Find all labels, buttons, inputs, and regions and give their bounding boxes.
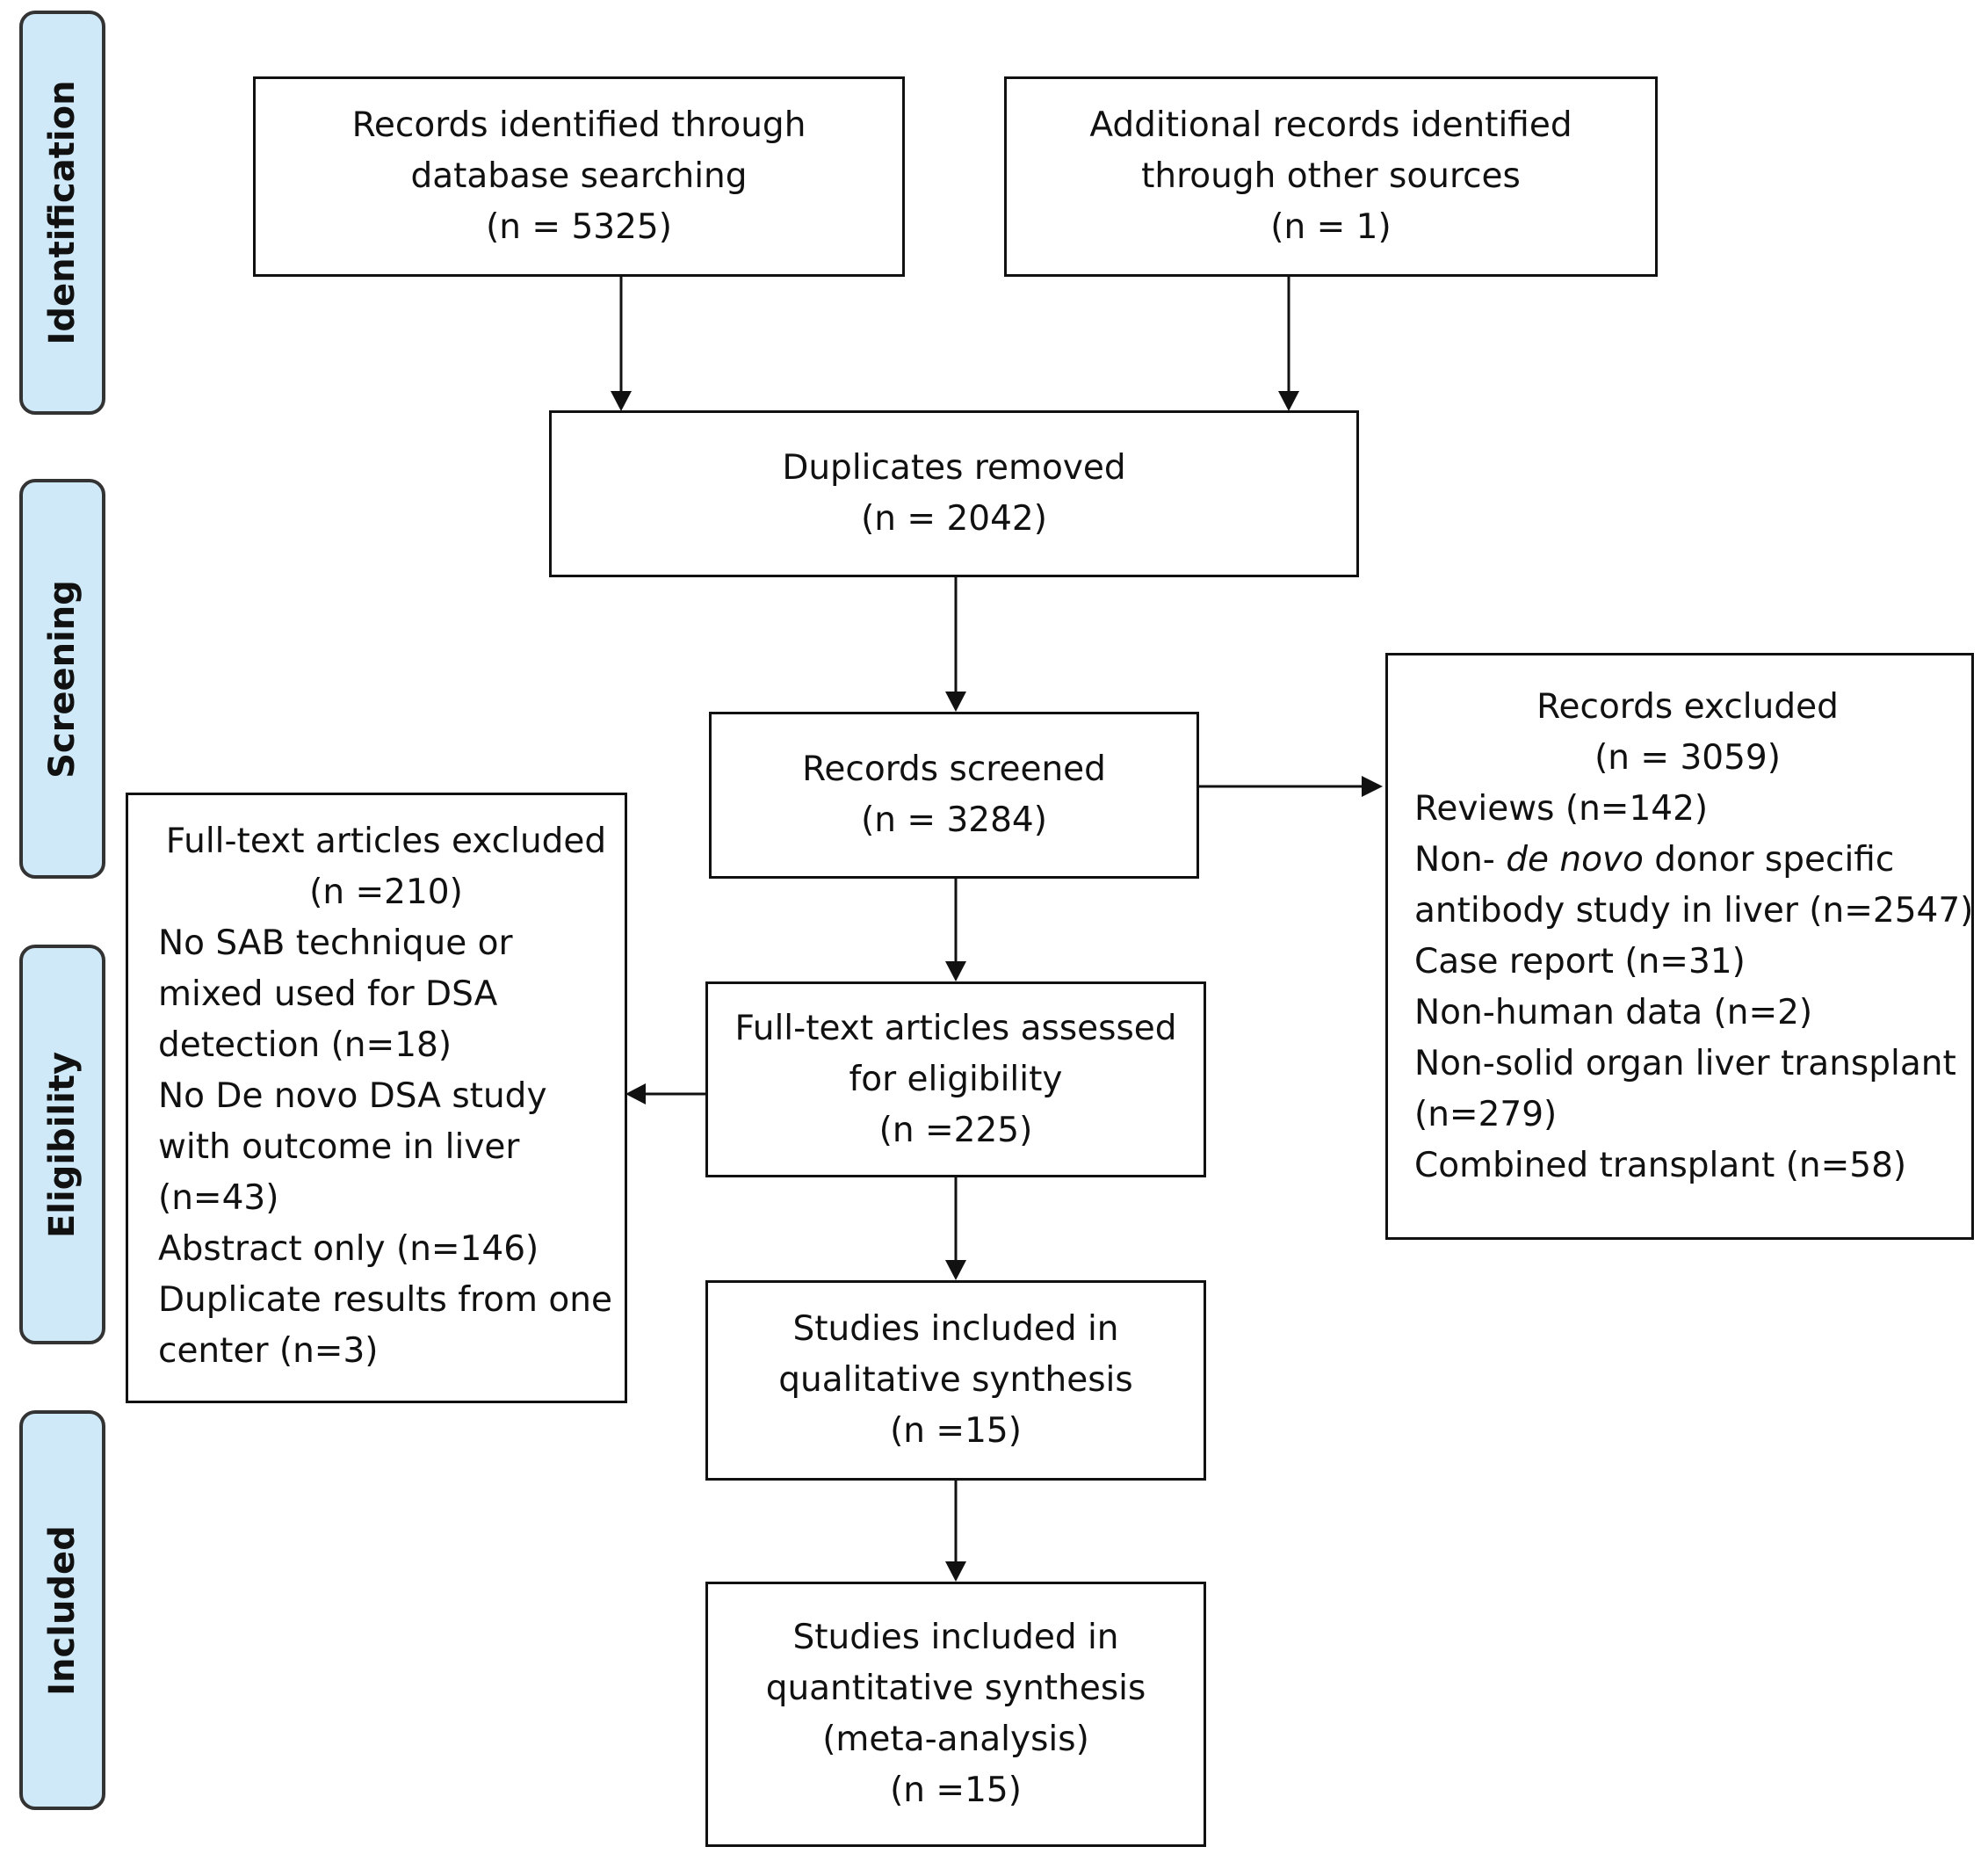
database-records-line-2: database searching — [410, 156, 748, 196]
box-fulltext-excluded: Full-text articles excluded (n =210) No … — [126, 793, 627, 1403]
fulltext-assessed-line-1: Full-text articles assessed — [734, 1008, 1177, 1048]
records-excluded-title: Records excluded — [1536, 687, 1839, 727]
fulltext-excluded-count: (n =210) — [309, 873, 463, 912]
excluded-non-solid-line-1: Non-solid organ liver transplant — [1414, 1044, 1956, 1083]
non-de-novo-prefix: Non- — [1414, 840, 1507, 880]
arrowhead-quantitative — [945, 1561, 966, 1582]
non-de-novo-suffix: donor specific — [1643, 840, 1895, 880]
arrowhead-excluded — [1362, 776, 1383, 797]
fulltext-excluded-item: Abstract only (n=146) — [158, 1229, 539, 1269]
box-qualitative-synthesis: Studies included in qualitative synthesi… — [705, 1280, 1206, 1481]
excluded-reviews: Reviews (n=142) — [1414, 789, 1709, 829]
other-records-count: (n = 1) — [1270, 207, 1392, 247]
fulltext-excluded-item: Duplicate results from one — [158, 1280, 612, 1320]
fulltext-assessed-count: (n =225) — [878, 1110, 1033, 1150]
excluded-combined: Combined transplant (n=58) — [1414, 1146, 1907, 1185]
quantitative-count: (n =15) — [890, 1771, 1022, 1810]
records-screened-title: Records screened — [802, 750, 1106, 789]
duplicates-removed-count: (n = 2042) — [861, 499, 1047, 539]
phase-identification: Identification — [19, 11, 105, 415]
fulltext-excluded-item: detection (n=18) — [158, 1025, 452, 1065]
box-records-excluded: Records excluded (n = 3059) Reviews (n=1… — [1385, 653, 1974, 1240]
other-records-line-2: through other sources — [1141, 156, 1521, 196]
quantitative-line-1: Studies included in — [792, 1618, 1119, 1657]
box-other-records: Additional records identified through ot… — [1004, 76, 1658, 277]
arrowhead-fulltext-excluded — [625, 1083, 646, 1104]
fulltext-excluded-item: center (n=3) — [158, 1331, 379, 1371]
qualitative-line-1: Studies included in — [792, 1309, 1119, 1349]
phase-included: Included — [19, 1410, 105, 1810]
duplicates-removed-title: Duplicates removed — [782, 448, 1126, 488]
records-screened-count: (n = 3284) — [861, 800, 1047, 840]
qualitative-line-2: qualitative synthesis — [778, 1360, 1133, 1400]
fulltext-excluded-item: (n=43) — [158, 1178, 279, 1218]
excluded-non-solid-line-2: (n=279) — [1414, 1095, 1558, 1134]
excluded-non-de-novo-line-1: Non- de novo donor specific — [1414, 835, 1894, 886]
quantitative-line-3: (meta-analysis) — [822, 1720, 1089, 1759]
database-records-count: (n = 5325) — [486, 207, 672, 247]
other-records-line-1: Additional records identified — [1089, 105, 1572, 145]
box-database-records: Records identified through database sear… — [253, 76, 905, 277]
box-duplicates-removed: Duplicates removed (n = 2042) — [549, 410, 1359, 577]
arrowhead-database — [611, 391, 632, 411]
phase-screening: Screening — [19, 479, 105, 879]
fulltext-excluded-item: mixed used for DSA — [158, 974, 498, 1014]
box-records-screened: Records screened (n = 3284) — [709, 712, 1199, 879]
fulltext-assessed-line-2: for eligibility — [849, 1059, 1063, 1099]
quantitative-line-2: quantitative synthesis — [765, 1669, 1146, 1708]
fulltext-excluded-item: No De novo DSA study — [158, 1076, 547, 1116]
qualitative-count: (n =15) — [890, 1411, 1022, 1451]
box-fulltext-assessed: Full-text articles assessed for eligibil… — [705, 981, 1206, 1177]
database-records-line-1: Records identified through — [351, 105, 806, 145]
records-excluded-count: (n = 3059) — [1594, 738, 1781, 778]
arrowhead-fulltext — [945, 961, 966, 981]
excluded-case-report: Case report (n=31) — [1414, 942, 1746, 981]
arrowhead-qualitative — [945, 1260, 966, 1280]
excluded-non-de-novo-line-2: antibody study in liver (n=2547) — [1414, 891, 1974, 931]
fulltext-excluded-item: with outcome in liver — [158, 1127, 520, 1167]
box-quantitative-synthesis: Studies included in quantitative synthes… — [705, 1582, 1206, 1847]
arrowhead-other — [1278, 391, 1299, 411]
non-de-novo-italic: de novo — [1506, 840, 1644, 880]
arrowhead-screened — [945, 692, 966, 712]
fulltext-excluded-title: Full-text articles excluded — [165, 822, 607, 861]
excluded-non-human: Non-human data (n=2) — [1414, 993, 1813, 1032]
fulltext-excluded-item: No SAB technique or — [158, 923, 513, 963]
phase-eligibility: Eligibility — [19, 945, 105, 1344]
